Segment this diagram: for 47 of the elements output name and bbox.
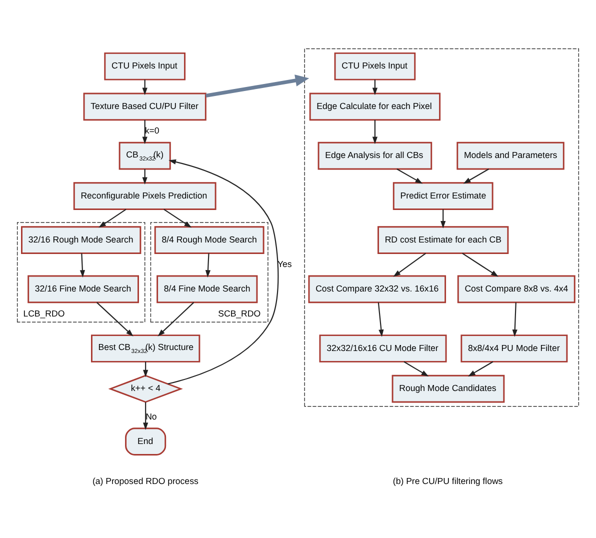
edge-label: k=0 [144, 126, 160, 136]
arrow [404, 361, 429, 376]
arrow [393, 252, 426, 277]
node-box: Models and Parameters [456, 142, 564, 170]
node-box: RD cost Estimate for each CB [378, 226, 509, 254]
node-diamond: k++ < 4 [108, 374, 183, 403]
node-box: Cost Compare 32x32 vs. 16x16 [308, 275, 446, 304]
arrow [378, 302, 384, 337]
node-box: Edge Calculate for each Pixel [309, 92, 441, 121]
label: (b) Pre CU/PU filtering flows [392, 476, 503, 486]
node-box: Cost Compare 8x8 vs. 4x4 [457, 275, 576, 304]
arrow [205, 253, 211, 278]
arrow [168, 159, 279, 384]
node-box: 8/4 Fine Mode Search [156, 275, 258, 304]
arrow [80, 253, 86, 278]
node-box: 32/16 Fine Mode Search [28, 275, 139, 304]
arrow [142, 120, 148, 144]
arrow [463, 168, 490, 184]
node-box: Best CB$_{32x32}$(k) Structure [90, 334, 200, 362]
edge-label: No [146, 411, 157, 422]
arrow [462, 252, 498, 277]
arrow [512, 302, 518, 337]
arrow [206, 74, 310, 98]
arrow [468, 361, 494, 376]
node-box: CTU Pixels Input [104, 52, 186, 80]
arrow [372, 120, 378, 144]
label: (a) Proposed RDO process [92, 476, 198, 486]
node-box: 8x8/4x4 PU Mode Filter [460, 334, 568, 362]
node-box: 32x32/16x16 CU Mode Filter [319, 334, 447, 362]
cluster [304, 48, 580, 407]
arrow [143, 402, 148, 430]
node-box: CB$_{32x32}$(k) [118, 142, 171, 170]
node-label: LCB_RDO [23, 308, 65, 319]
node-box: Texture Based CU/PU Filter [83, 92, 206, 121]
arrow [158, 302, 194, 336]
node-box: 32/16 Rough Mode Search [21, 226, 142, 254]
node-box: CTU Pixels Input [334, 52, 416, 80]
arrow [440, 209, 446, 228]
node-box: Edge Analysis for all CBs [318, 142, 432, 170]
node-box: 8/4 Rough Mode Search [154, 226, 264, 254]
node-box: Predict Error Estimate [392, 182, 494, 210]
arrow [396, 168, 423, 184]
node-box: End [125, 428, 166, 456]
arrow [96, 302, 134, 336]
node-box: Reconfigurable Pixels Prediction [73, 182, 216, 210]
node-box: Rough Mode Candidates [392, 374, 505, 403]
node-label: SCB_RDO [218, 308, 261, 319]
